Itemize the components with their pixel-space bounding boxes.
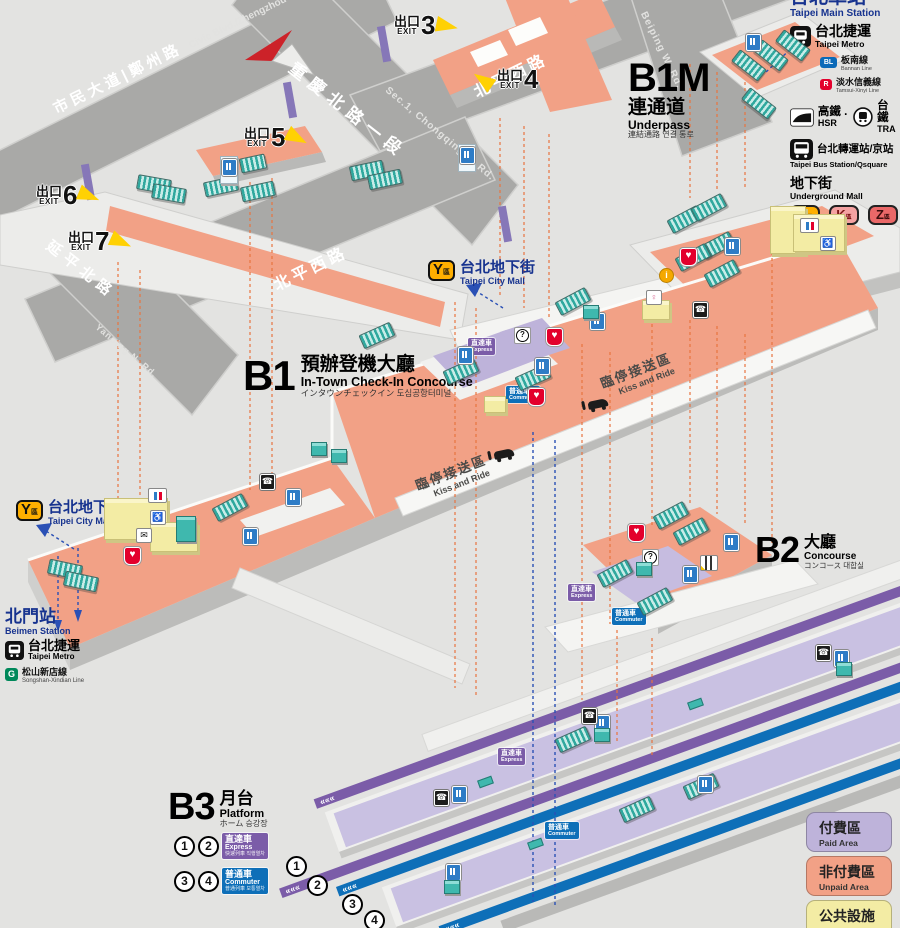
floor-label-b1: B1 預辦登機大廳 In-Town Check-In Concourse インタ… <box>243 352 473 399</box>
elevator-icon <box>460 147 475 164</box>
restroom-icon <box>148 488 167 503</box>
elevator-icon <box>535 358 550 375</box>
accessible-icon: ♿ <box>820 236 836 251</box>
elevator-icon <box>746 34 761 51</box>
level-link-lines <box>117 64 773 756</box>
aed-icon: ♥ <box>528 388 545 406</box>
elevator-icon <box>222 159 237 176</box>
station-legend: 台北車站 Taipei Main Station 台北捷運 Taipei Met… <box>790 0 900 225</box>
b3-legend-commuter-row: 3 4 普通車 Commuter 普通列車 보통열차 <box>174 868 268 895</box>
mail-icon: ✉ <box>136 528 152 543</box>
tra-icon <box>853 107 873 127</box>
elevator-icon <box>452 786 467 803</box>
street-exit-corridor <box>433 0 622 112</box>
ticket-machine <box>311 442 327 456</box>
phone-icon: ☎ <box>434 790 449 806</box>
exit-direction-icon <box>435 16 460 36</box>
platform-number-4: 4 <box>364 910 385 928</box>
aed-icon: ♥ <box>680 248 697 266</box>
phone-icon: ☎ <box>260 474 275 490</box>
ticket-machine <box>594 728 610 742</box>
ticket-machine <box>636 562 652 576</box>
metro-icon <box>5 640 24 660</box>
nursing-room-icon: ♀ <box>646 290 662 305</box>
elevator-icon <box>683 566 698 583</box>
platform-number-3: 3 <box>342 894 363 915</box>
tamsui-xinyi-line-icon: R <box>820 78 832 90</box>
bannan-line-icon: BL <box>820 56 837 68</box>
ticket-machine <box>836 662 852 676</box>
phone-icon: ☎ <box>693 302 708 318</box>
aed-icon: ♥ <box>546 328 563 346</box>
information-icon: ? <box>514 327 531 344</box>
aed-icon: ♥ <box>124 547 141 565</box>
svg-text:«««: ««« <box>284 882 302 897</box>
phone-icon: ☎ <box>816 645 831 661</box>
floor-label-b2: B2 大廳 Concourse コンコース 대합실 <box>755 529 864 571</box>
svg-text:«««: ««« <box>318 793 336 808</box>
compass-north-arrow <box>245 30 316 76</box>
elevator-icon <box>724 534 739 551</box>
songshan-xindian-line-icon: G <box>5 667 18 681</box>
beimen-station-block: 北門站 Beimen Station 台北捷運 Taipei Metro G 松… <box>5 607 85 684</box>
svg-text:«««: ««« <box>443 919 461 928</box>
elevator-icon <box>725 238 740 255</box>
b1-to-b3-corridor <box>231 567 471 685</box>
platform-number-2: 2 <box>307 875 328 896</box>
ticket-machine <box>331 449 347 463</box>
aed-icon: ♥ <box>628 524 645 542</box>
phone-icon: ☎ <box>582 708 597 724</box>
fare-gates-icon <box>700 555 718 571</box>
restroom-icon <box>800 218 819 233</box>
exit-direction-icon <box>76 184 102 207</box>
elevator-icon <box>286 489 301 506</box>
b3-legend-express-row: 1 2 直達車 Express 快速列車 직행열차 <box>174 833 268 860</box>
elevator-icon <box>446 864 461 881</box>
facility-block <box>484 396 506 413</box>
accessible-icon: ♿ <box>150 510 166 525</box>
exit-direction-icon <box>108 230 135 254</box>
b3-platforms: ««« ««« ««« ««« <box>279 559 900 928</box>
elevator-icon <box>458 347 473 364</box>
exit-direction-icon <box>284 125 311 149</box>
ticket-machine <box>176 516 196 542</box>
ticket-machine <box>583 305 599 319</box>
hsr-icon <box>790 107 814 127</box>
svg-text:«««: ««« <box>341 880 359 895</box>
elevator-icon <box>243 528 258 545</box>
ticket-machine <box>444 880 460 894</box>
floor-label-b1m: B1M 連通道 Underpass 連結通路 연결 통로 <box>628 56 710 140</box>
bus-icon <box>790 139 813 161</box>
exit-direction-icon <box>469 67 496 93</box>
platform-number-1: 1 <box>286 856 307 877</box>
elevator-icon <box>698 776 713 793</box>
legend-public-facility: 公共設施Public Facility <box>806 900 892 928</box>
service-point-icon: i <box>659 268 674 283</box>
floor-label-b3: B3 月台 Platform ホーム 승강장 <box>168 786 268 829</box>
b1-floor <box>27 236 878 670</box>
